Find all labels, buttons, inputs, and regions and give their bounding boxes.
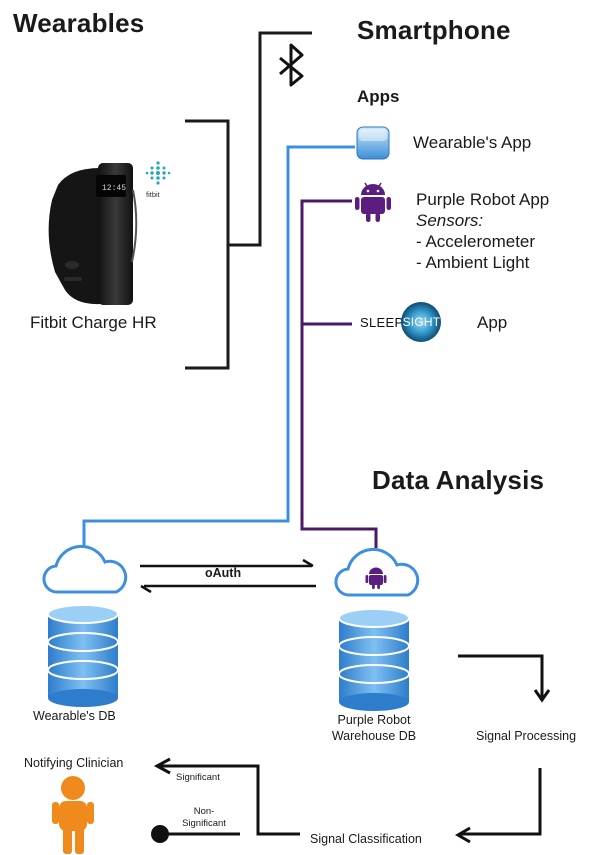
sensor-item: - Accelerometer [416, 232, 536, 251]
purple-robot-db-label-line1: Purple Robot [337, 713, 411, 727]
wearable-db-label: Wearable's DB [33, 709, 116, 723]
wearable-db-icon [47, 604, 119, 707]
bluetooth-icon [279, 43, 304, 87]
wearables-heading: Wearables [13, 8, 145, 38]
wearable-app-icon [356, 126, 390, 160]
non-significant-label-line2: Significant [182, 818, 226, 829]
fitbit-device-image [48, 163, 138, 305]
android-icon [355, 182, 391, 222]
non-significant-endpoint [151, 825, 169, 843]
purple-robot-db-label: Purple Robot Warehouse DB [314, 712, 434, 744]
signal-classification-label: Signal Classification [310, 832, 422, 846]
sleepsight-logo-left: SLEEP [360, 314, 404, 330]
fitbit-logo-icon [145, 161, 171, 185]
clinician-person-icon [52, 776, 94, 854]
device-label: Fitbit Charge HR [30, 313, 157, 332]
sensors-label: Sensors: [416, 211, 484, 230]
cloud-android-icon [365, 567, 387, 589]
notifying-clinician-label: Notifying Clinician [24, 756, 124, 770]
smartphone-heading: Smartphone [357, 15, 511, 45]
processing-flow-arrows [153, 654, 551, 844]
apps-heading: Apps [357, 87, 400, 106]
watch-time: 12:45 [102, 184, 126, 193]
bluetooth-bracket [185, 31, 312, 370]
oauth-arrows [140, 558, 316, 594]
data-analysis-heading: Data Analysis [372, 465, 545, 495]
purple-robot-app-label: Purple Robot App [416, 190, 550, 209]
purple-robot-app: Purple Robot App Sensors: - Acceleromete… [416, 189, 549, 273]
non-significant-label-line1: Non- [193, 806, 215, 817]
significant-label: Significant [176, 772, 220, 783]
wearable-data-line [82, 145, 355, 552]
oauth-label: oAuth [205, 566, 242, 580]
non-significant-label: Non- Significant [176, 806, 232, 830]
sleepsight-logo: SLEEP SIGHT [360, 302, 442, 342]
sleepsight-logo-right: SIGHT [402, 315, 441, 329]
sleepsight-app-label: App [477, 313, 508, 332]
wearable-app-label: Wearable's App [413, 133, 532, 152]
sleepsight-eye-icon: SIGHT [401, 302, 442, 342]
purple-robot-db-label-line2: Warehouse DB [331, 729, 417, 743]
purple-robot-data-line [300, 199, 378, 548]
sensor-item: - Ambient Light [416, 253, 530, 272]
signal-processing-label: Signal Processing [476, 729, 577, 743]
fitbit-brand: fitbit [146, 190, 160, 199]
purple-robot-db-icon [338, 608, 410, 711]
wearable-cloud-icon [42, 545, 128, 594]
